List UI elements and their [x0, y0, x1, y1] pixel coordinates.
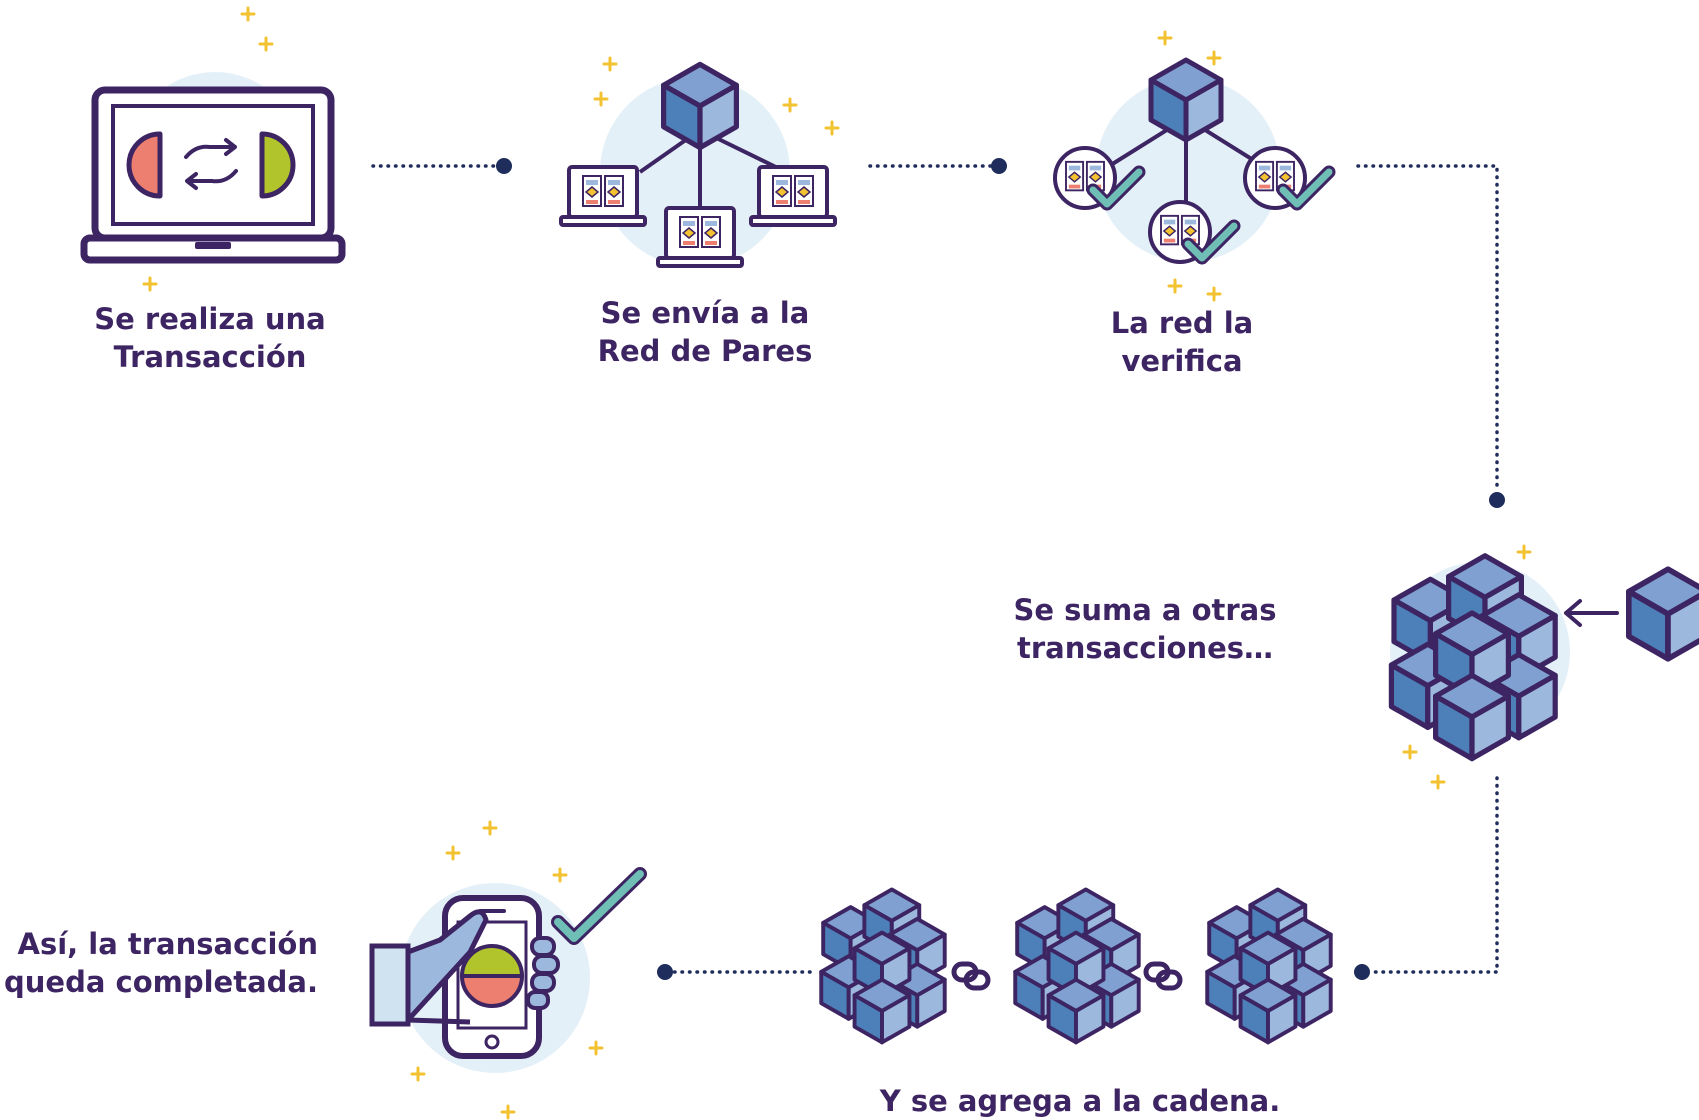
peer-network-icon [561, 56, 840, 267]
label-line: Transacción [113, 340, 307, 374]
step-block-label: Se suma a otras transacciones… [995, 591, 1295, 667]
label-line: Así, la transacción [17, 927, 318, 961]
label-line: Se suma a otras [1013, 593, 1277, 627]
label-line: verifica [1121, 344, 1243, 378]
label-line: Se envía a la [600, 296, 810, 330]
label-line: Red de Pares [597, 334, 813, 368]
step-chain-label: Y se agrega a la cadena. [830, 1082, 1330, 1120]
connector-arrow [1356, 164, 1505, 508]
block-of-transactions-icon [1390, 544, 1699, 790]
step-verify-label: La red la verifica [1032, 304, 1332, 380]
label-line: Y se agrega a la cadena. [879, 1084, 1281, 1118]
network-verification-icon [1055, 30, 1329, 302]
connector-arrow [868, 158, 1007, 174]
label-line: Se realiza una [94, 302, 326, 336]
step-peer-network-label: Se envía a la Red de Pares [555, 294, 855, 370]
step-transaction-label: Se realiza una Transacción [60, 300, 360, 376]
phone-transaction-complete-icon [369, 820, 647, 1120]
label-line: La red la [1110, 306, 1254, 340]
connector-arrow [371, 158, 512, 174]
connector-arrow [1354, 776, 1499, 980]
laptop-transaction-icon [80, 6, 346, 292]
blockchain-chain-icon [821, 889, 1330, 1042]
connector-arrow [657, 964, 812, 980]
label-line: transacciones… [1016, 631, 1274, 665]
step-complete-label: Así, la transacción queda completada. [0, 925, 318, 1001]
label-line: queda completada. [4, 965, 318, 999]
